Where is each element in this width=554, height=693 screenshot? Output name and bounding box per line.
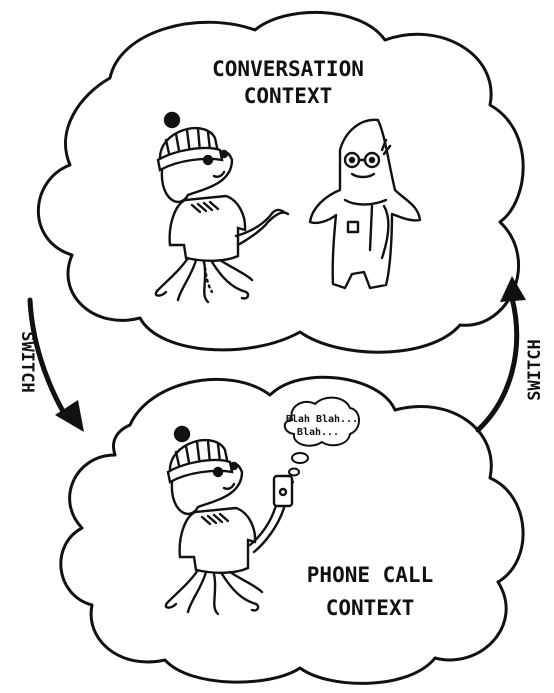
star-character <box>308 118 422 290</box>
bottom-cloud <box>59 375 525 685</box>
bottom-cloud-title-line2: CONTEXT <box>326 596 415 620</box>
top-cloud <box>36 10 525 354</box>
left-switch-arrow <box>27 297 84 432</box>
right-switch-label: SWITCH <box>525 339 545 400</box>
speech-line1: Blah Blah... <box>286 414 358 425</box>
top-cloud-title-line2: CONTEXT <box>244 84 333 108</box>
octopus-character-top <box>154 111 290 304</box>
right-switch-arrow <box>475 276 526 433</box>
speech-cloud <box>283 396 360 485</box>
octopus-character-bottom <box>164 425 294 616</box>
speech-line2: Blah... <box>297 427 339 438</box>
left-switch-label: SWITCH <box>17 331 37 392</box>
top-cloud-title-line1: CONVERSATION <box>212 57 364 81</box>
bottom-cloud-title-line1: PHONE CALL <box>307 563 433 587</box>
